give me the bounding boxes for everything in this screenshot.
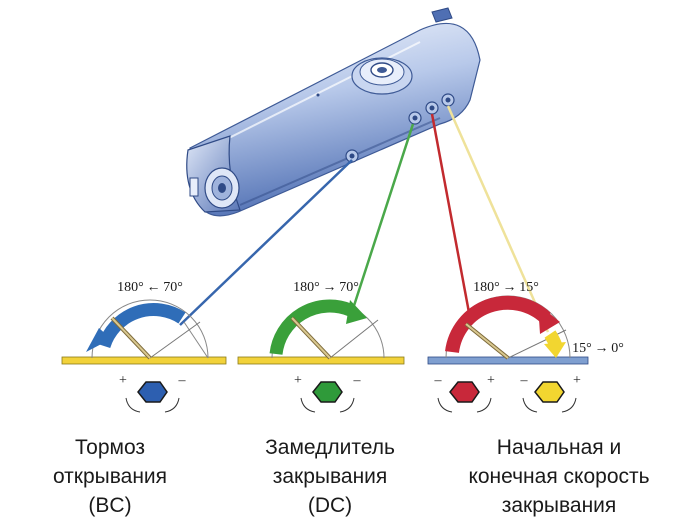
bc-label-minus: – — [178, 373, 187, 388]
valve-bc-gauge: 180° ← 70° + – — [61, 280, 227, 413]
dc-range-label: 180° → 70° — [293, 280, 359, 295]
bc-label-plus: + — [119, 373, 127, 388]
door-closer-body — [186, 7, 481, 217]
sc-direction-arc — [445, 295, 551, 354]
end-cap — [186, 135, 241, 213]
dc-label-plus: + — [294, 373, 302, 388]
caption-dc-line3: (DC) — [307, 494, 353, 517]
caption-sc-line1: Начальная и — [496, 436, 622, 459]
caption-dc-line2: закрывания — [272, 465, 388, 488]
valve-sc-gauge: 180° → 15° 15° → 0° – + – + — [427, 280, 624, 413]
lc-range-label: 15° → 0° — [572, 341, 624, 356]
bc-direction-arc — [97, 303, 186, 349]
caption-sc: Начальная и конечная скорость закрывания — [428, 433, 690, 520]
caption-bc-line2: открывания — [52, 465, 168, 488]
valve-screws — [345, 93, 455, 163]
lc-arrow-head — [544, 342, 566, 358]
caption-sc-line3: закрывания — [501, 494, 617, 517]
lc-label-minus: – — [520, 373, 529, 388]
dc-direction-arc — [269, 299, 353, 355]
leader-line-sc — [430, 113, 472, 319]
lc-adjust-nut — [534, 381, 565, 403]
caption-bc: Тормоз открывания (BC) — [20, 433, 200, 520]
sc-base-plate — [427, 356, 589, 365]
leader-lines — [179, 105, 550, 333]
caption-sc-line2: конечная скорость — [468, 465, 650, 488]
pinion-boss — [351, 57, 413, 95]
dc-label-minus: – — [353, 373, 362, 388]
leader-line-bc — [179, 159, 353, 326]
bc-adjust-nut — [137, 381, 168, 403]
bc-base-plate — [61, 356, 227, 365]
dc-adjust-nut — [312, 381, 343, 403]
bc-range-label: 180° ← 70° — [117, 280, 183, 295]
leader-line-dc — [348, 123, 415, 319]
dc-arrow-head — [346, 300, 367, 324]
sc-arrow-head — [538, 304, 560, 334]
leader-line-lc — [446, 105, 550, 333]
sc-label-plus: + — [487, 373, 495, 388]
caption-bc-line1: Тормоз — [74, 436, 146, 459]
valve-dc-gauge: 180° → 70° + – — [237, 280, 405, 413]
caption-bc-line3: (BC) — [88, 494, 132, 517]
sc-range-label: 180° → 15° — [473, 280, 539, 295]
sc-label-minus: – — [434, 373, 443, 388]
sc-adjust-nut — [449, 381, 480, 403]
lc-label-plus: + — [573, 373, 581, 388]
bc-arrow-head — [86, 328, 111, 352]
caption-dc-line1: Замедлитель — [265, 436, 395, 459]
caption-dc: Замедлитель закрывания (DC) — [225, 433, 435, 520]
dc-base-plate — [237, 356, 405, 365]
